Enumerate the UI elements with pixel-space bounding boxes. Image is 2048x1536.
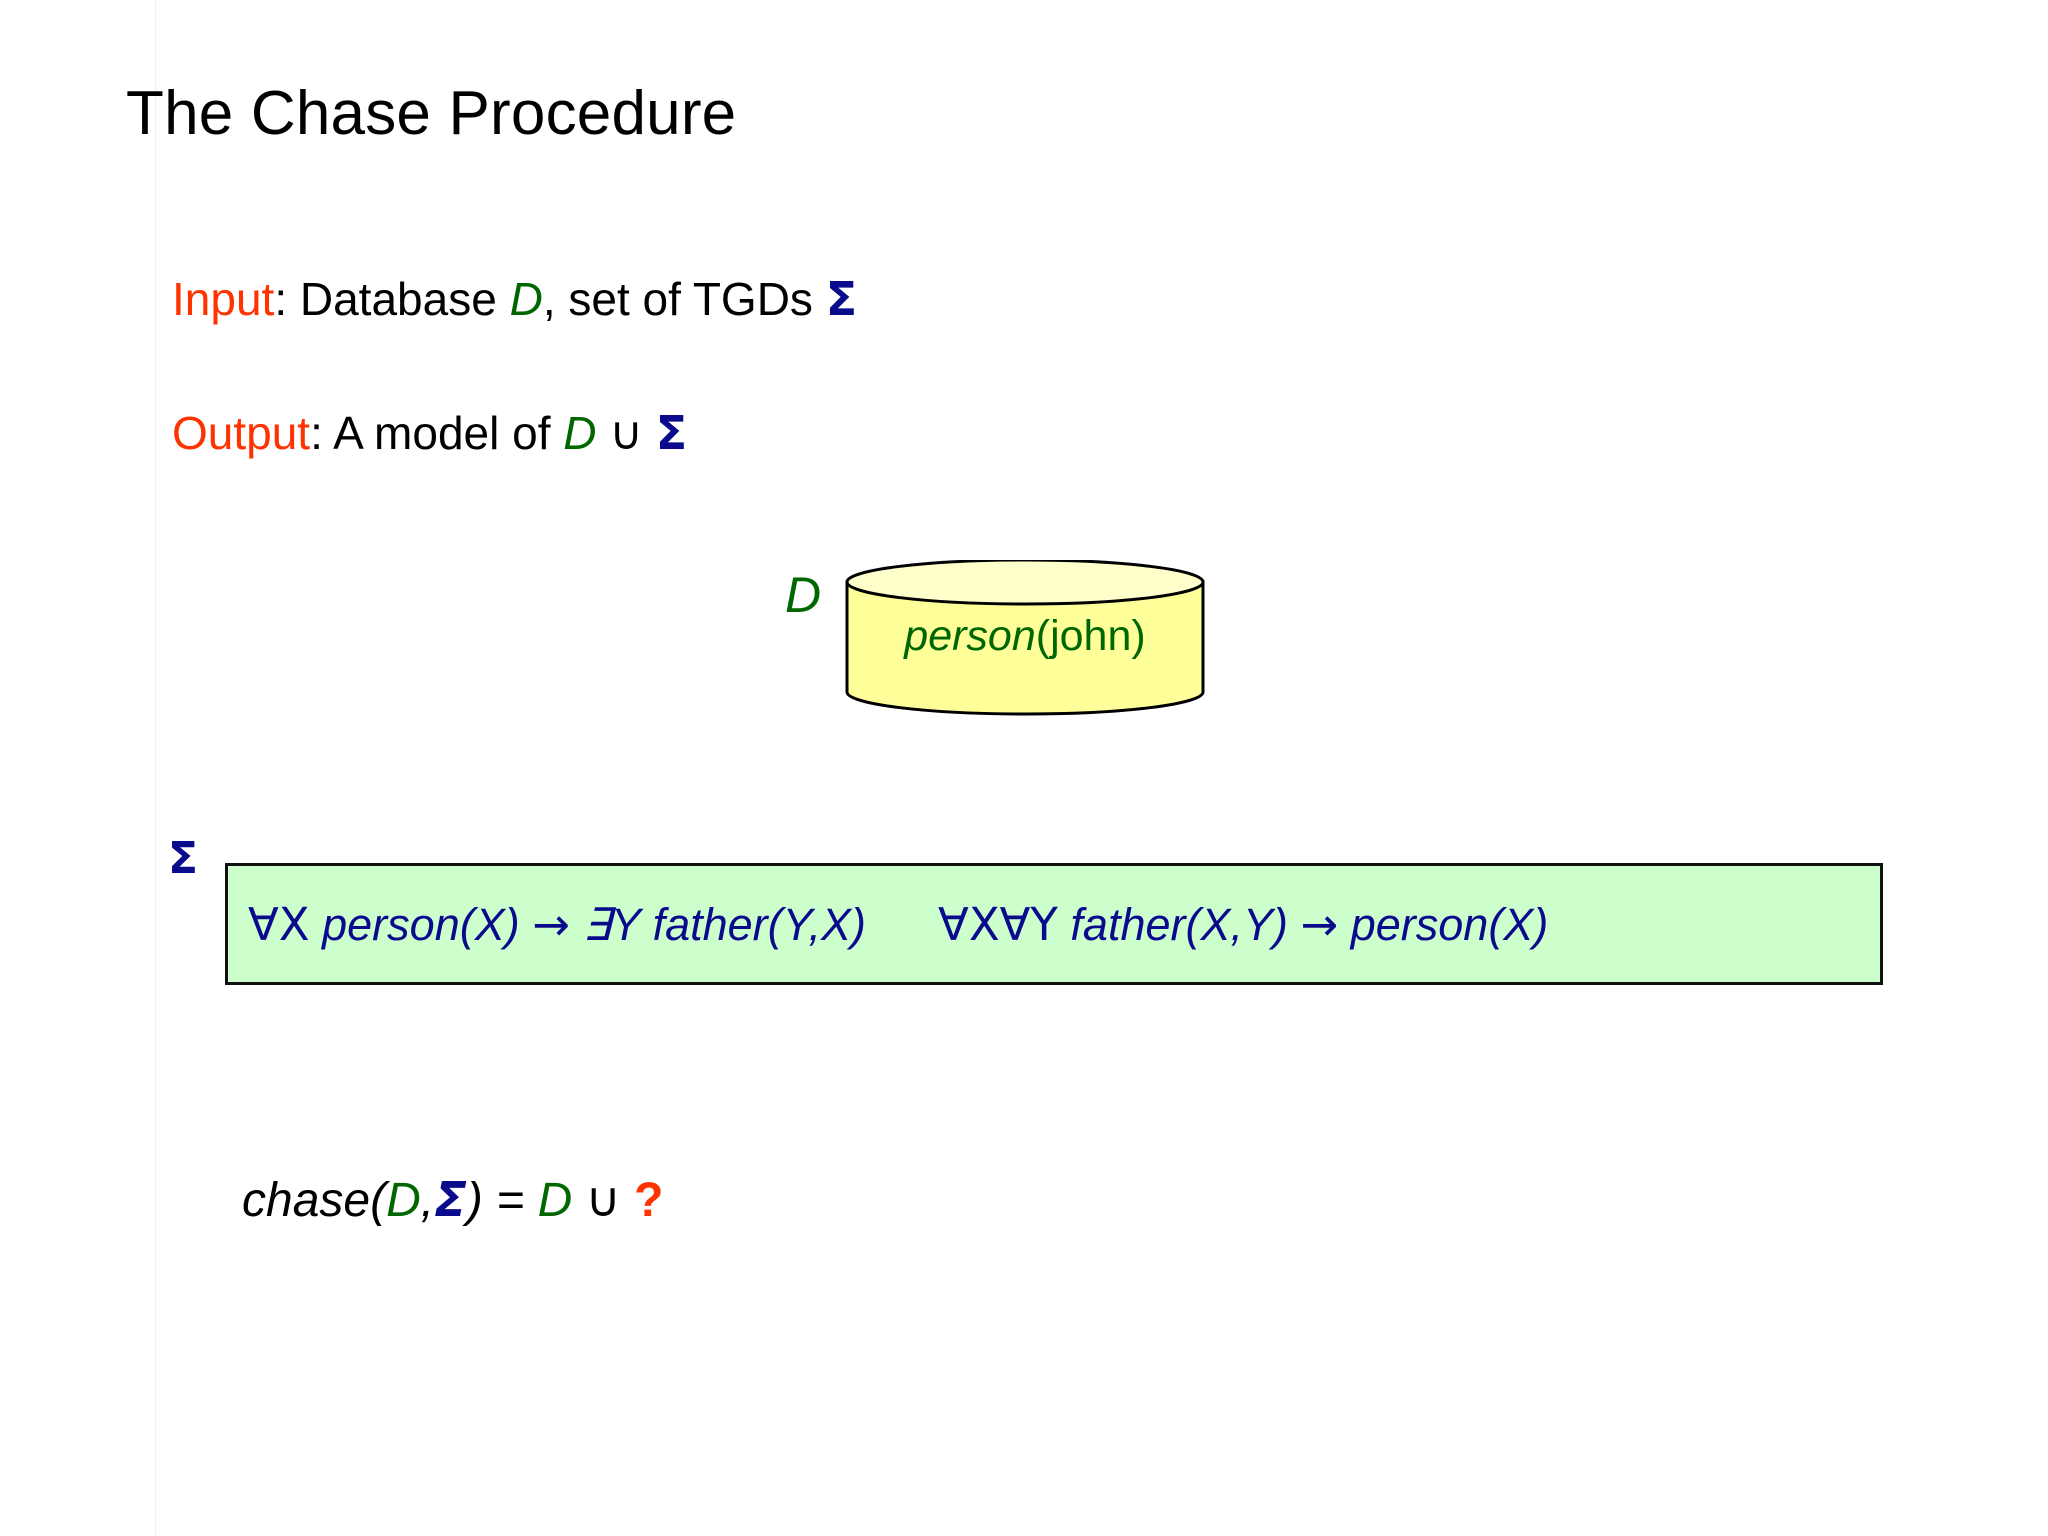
input-text-before: Database bbox=[299, 273, 510, 325]
output-label: Output bbox=[172, 407, 311, 459]
tgd-rule-2-body: father(X,Y) bbox=[1057, 898, 1301, 950]
fact-predicate: person bbox=[904, 612, 1036, 660]
output-symbol-d: D bbox=[563, 407, 597, 459]
input-symbol-sigma: Σ bbox=[825, 272, 858, 326]
chase-result-d: D bbox=[537, 1174, 573, 1227]
tgd-rule-1-head: ∃Y father(Y,X) bbox=[569, 898, 867, 950]
fact-arguments: (john) bbox=[1035, 612, 1146, 660]
tgd-rule-2-head: person(X) bbox=[1338, 898, 1549, 950]
chase-unknown: ? bbox=[634, 1174, 664, 1227]
input-text-middle: , set of TGDs bbox=[542, 273, 826, 325]
database-label: D bbox=[785, 567, 822, 623]
output-text-before: A model of bbox=[333, 407, 564, 459]
tgd-rule-1-quantifier: ∀X bbox=[248, 897, 310, 951]
output-symbol-union: ∪ bbox=[609, 406, 643, 460]
tgd-rule-2: ∀X∀Y father(X,Y) → person(X) bbox=[938, 898, 1548, 951]
database-fact: person(john) bbox=[845, 612, 1205, 661]
chase-arg-sigma: Σ bbox=[434, 1172, 467, 1228]
tgd-rule-2-quantifier: ∀X∀Y bbox=[938, 897, 1058, 951]
input-symbol-d: D bbox=[509, 273, 543, 325]
output-line: Output: A model of D ∪ Σ bbox=[172, 406, 687, 460]
left-margin-rule bbox=[155, 0, 156, 1536]
input-colon: : bbox=[274, 273, 300, 325]
chase-comma: , bbox=[420, 1174, 435, 1227]
tgd-rule-row: ∀X person(X) → ∃Y father(Y,X) ∀X∀Y fathe… bbox=[228, 866, 1880, 982]
chase-function-open: chase( bbox=[242, 1174, 387, 1227]
output-symbol-sigma: Σ bbox=[655, 406, 688, 460]
chase-union: ∪ bbox=[585, 1172, 621, 1228]
tgd-rule-1-arrow: → bbox=[532, 897, 570, 951]
page-title: The Chase Procedure bbox=[126, 79, 737, 148]
sigma-label: Σ bbox=[168, 833, 199, 884]
chase-arg-d: D bbox=[386, 1174, 421, 1227]
tgd-rule-1-body: person(X) bbox=[309, 898, 533, 950]
input-label: Input bbox=[172, 273, 275, 325]
output-colon: : bbox=[310, 407, 334, 459]
chase-close-equals: ) = bbox=[466, 1174, 538, 1227]
chase-equation: chase(D,Σ) = D ∪ ? bbox=[242, 1172, 663, 1228]
tgd-rule-1: ∀X person(X) → ∃Y father(Y,X) bbox=[248, 898, 866, 951]
tgd-box: ∀X person(X) → ∃Y father(Y,X) ∀X∀Y fathe… bbox=[225, 863, 1883, 985]
input-line: Input: Database D, set of TGDs Σ bbox=[172, 272, 857, 326]
database-cylinder: D person(john) bbox=[785, 560, 1205, 720]
cylinder-shape bbox=[845, 560, 1205, 716]
tgd-rule-2-arrow: → bbox=[1300, 897, 1339, 951]
